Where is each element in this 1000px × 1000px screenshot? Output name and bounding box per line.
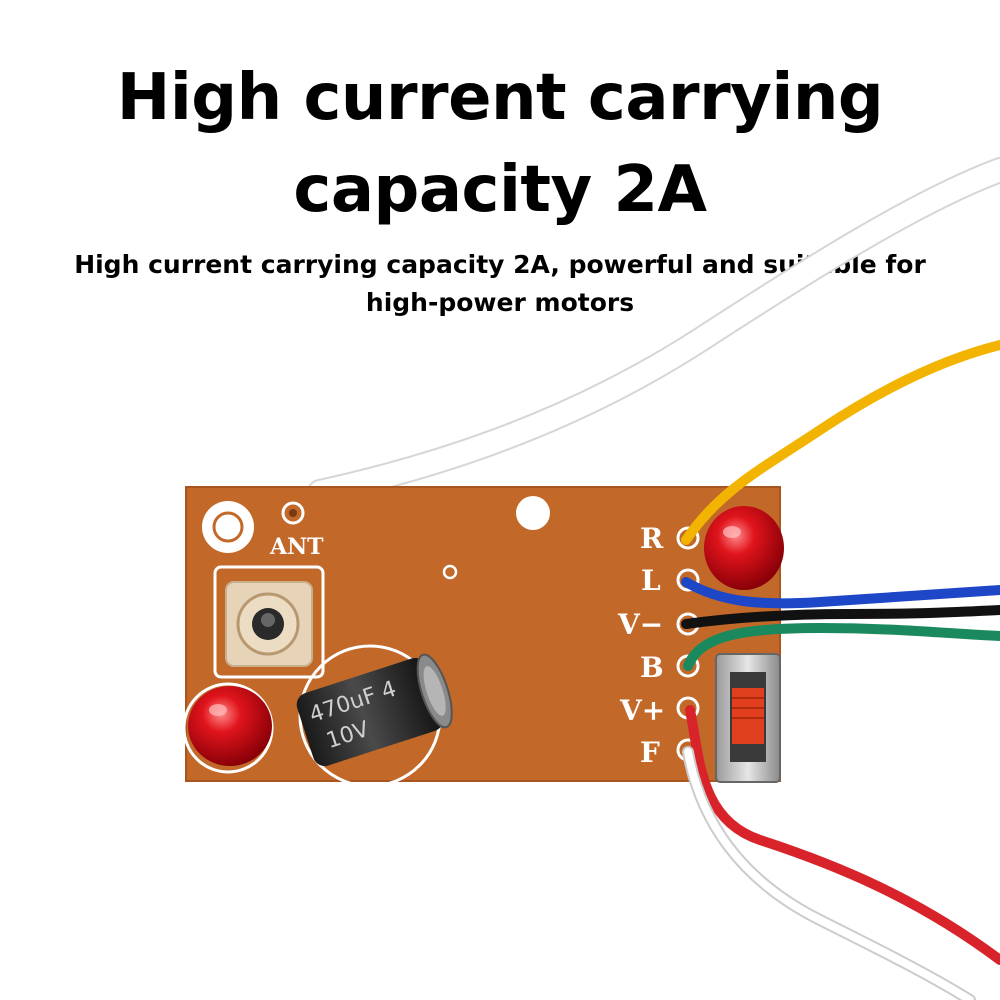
slide-switch-knob (732, 688, 764, 744)
antenna-label: ANT (269, 534, 324, 560)
wire-black (681, 605, 1000, 629)
pin-label-v-plus: V+ (619, 694, 665, 727)
wire-blue (681, 577, 1000, 609)
headline: High current carrying capacity 2A (0, 52, 1000, 236)
mounting-hole-center (516, 496, 550, 530)
wire-yellow (681, 340, 1000, 545)
wire-green (683, 622, 1000, 671)
pin-label-f: F (640, 736, 660, 769)
trimmer-outline (213, 565, 325, 679)
pin-label-b: B (640, 651, 664, 684)
antenna-pad (281, 501, 305, 525)
capacitor: 470uF 4 10V (296, 653, 453, 767)
led-right (704, 506, 784, 590)
pin-label-r: R (640, 522, 664, 555)
wire-white (682, 746, 976, 1000)
led-left (188, 686, 272, 766)
headline-line-1: High current carrying (116, 61, 884, 135)
headline-line-2: capacity 2A (293, 153, 707, 227)
wire-red (685, 705, 1000, 965)
pin-label-l: L (641, 564, 661, 597)
pin-label-v-minus: V− (617, 608, 663, 641)
pin-labels: R L V− B V+ F (617, 522, 665, 769)
subheadline-line-2: high-power motors (365, 288, 635, 317)
